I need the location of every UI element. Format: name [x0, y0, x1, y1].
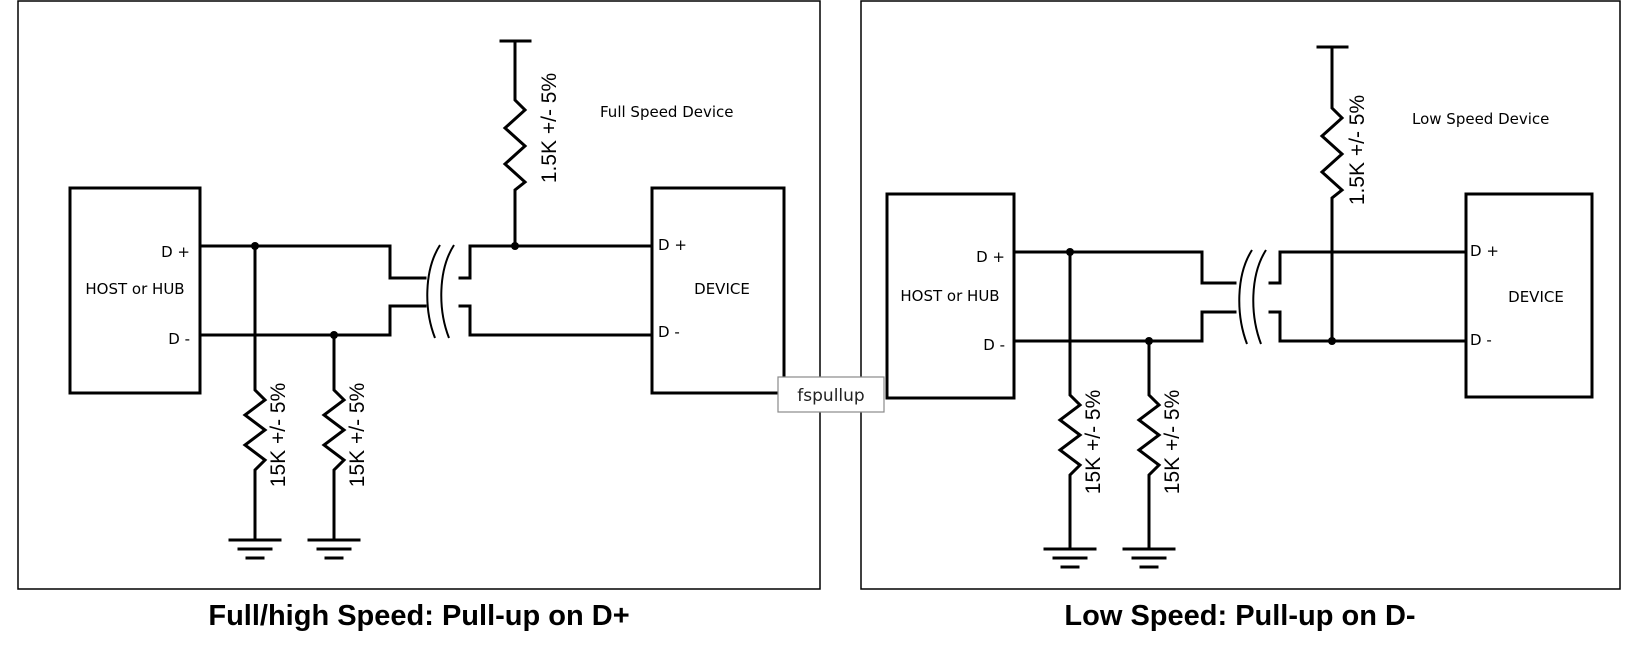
right-pulldown-resistor-2: [1136, 339, 1162, 549]
left-dminus-wire-device: [458, 304, 654, 337]
right-dplus-wire-device: [1268, 250, 1468, 285]
right-pullup-label: 1.5K +/- 5%: [1346, 95, 1369, 205]
left-dminus-wire-host: [198, 304, 427, 337]
right-dplus-wire-host: [1012, 250, 1237, 285]
tooltip: fspullup: [777, 376, 885, 413]
right-host-dminus-label: D -: [983, 336, 1005, 354]
right-ground-2: [1122, 547, 1176, 569]
left-pulldown-label-1: 15K +/- 5%: [267, 383, 290, 487]
left-pulldown-resistor-1: [242, 244, 268, 540]
left-pullup-resistor: [502, 39, 528, 248]
right-device-label: DEVICE: [1508, 288, 1564, 306]
left-host-box: [68, 186, 202, 395]
left-pulldown-resistor-2: [321, 333, 347, 540]
left-device-box: [650, 186, 786, 395]
right-pulldown-label-2: 15K +/- 5%: [1161, 390, 1184, 494]
left-host-dminus-label: D -: [168, 330, 190, 348]
right-dminus-wire-device: [1268, 310, 1468, 343]
left-ground-1: [228, 538, 282, 560]
right-device-box: [1464, 192, 1594, 399]
left-host-label: HOST or HUB: [85, 280, 184, 298]
left-panel: HOST or HUB D + D - DEVICE D + D - 1.5K …: [17, 0, 821, 632]
left-host-dplus-label: D +: [161, 243, 190, 261]
left-dplus-wire-device: [458, 244, 654, 280]
right-pullup-resistor: [1319, 45, 1345, 343]
right-host-dplus-label: D +: [976, 248, 1005, 266]
right-cable-break-symbol: [1238, 249, 1267, 345]
right-host-box: [885, 192, 1016, 400]
right-caption: Low Speed: Pull-up on D-: [1064, 600, 1415, 632]
right-pulldown-resistor-1: [1057, 250, 1083, 549]
left-cable-break-symbol: [426, 244, 455, 339]
left-device-dplus-label: D +: [658, 236, 687, 254]
left-caption: Full/high Speed: Pull-up on D+: [208, 600, 629, 632]
left-dplus-wire-host: [198, 244, 427, 280]
left-pulldown-label-2: 15K +/- 5%: [346, 383, 369, 487]
right-panel-frame: [860, 0, 1621, 590]
left-panel-frame: [17, 0, 821, 590]
right-pulldown-label-1: 15K +/- 5%: [1082, 390, 1105, 494]
tooltip-text: fspullup: [797, 386, 864, 406]
left-device-label: DEVICE: [694, 280, 750, 298]
right-host-label: HOST or HUB: [900, 287, 999, 305]
left-device-dminus-label: D -: [658, 323, 680, 341]
left-device-type-label: Full Speed Device: [600, 103, 734, 121]
right-panel: HOST or HUB D + D - DEVICE D + D - 1.5K …: [860, 0, 1621, 632]
left-ground-2: [307, 538, 361, 560]
right-device-dplus-label: D +: [1470, 242, 1499, 260]
right-ground-1: [1043, 547, 1097, 569]
right-dminus-wire-host: [1012, 310, 1237, 343]
right-device-type-label: Low Speed Device: [1412, 110, 1549, 128]
right-device-dminus-label: D -: [1470, 331, 1492, 349]
left-pullup-label: 1.5K +/- 5%: [538, 73, 561, 183]
